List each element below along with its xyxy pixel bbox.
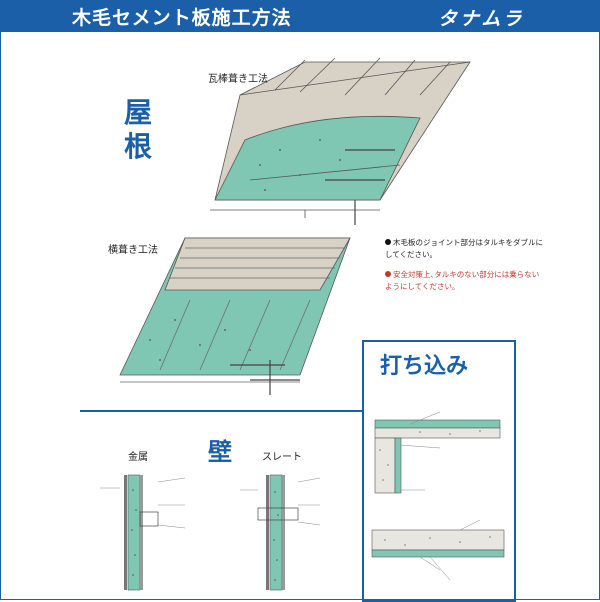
roof-diagram-kawarabo: [210, 57, 471, 225]
brand-logo: タナムラ: [438, 8, 525, 30]
header-bar: [0, 0, 600, 32]
wall-slate-label: スレート: [262, 452, 302, 463]
wall-diagram-slate: [240, 474, 321, 591]
wall-section-label: 壁: [208, 438, 232, 466]
casting-diagram-top: [374, 411, 501, 494]
note-safety: 安全対策上､タルキのない部分には乗らないようにしてください。: [385, 269, 545, 293]
wall-diagram-metal: [100, 474, 186, 591]
roof-diagram-yokobuki: [119, 237, 351, 395]
method-yokobuki-label: 横葺き工法: [108, 245, 158, 256]
section-divider: [80, 410, 363, 412]
roof-section-label: 屋根: [123, 96, 152, 163]
casting-diagram-bottom: [371, 519, 505, 581]
casting-section-label: 打ち込み: [380, 354, 469, 379]
note-joint-text: 木毛板のジョイント部分はタルキをダブルにしてください。: [385, 238, 543, 259]
wall-metal-label: 金属: [128, 452, 148, 463]
bullet-icon: [385, 239, 391, 245]
note-joint: 木毛板のジョイント部分はタルキをダブルにしてください。: [385, 237, 545, 261]
method-kawarabo-label: 瓦棒葺き工法: [208, 74, 268, 85]
bullet-icon: [385, 271, 391, 277]
note-safety-text: 安全対策上､タルキのない部分には乗らないようにしてください。: [385, 270, 540, 291]
page-title: 木毛セメント板施工方法: [72, 7, 292, 29]
